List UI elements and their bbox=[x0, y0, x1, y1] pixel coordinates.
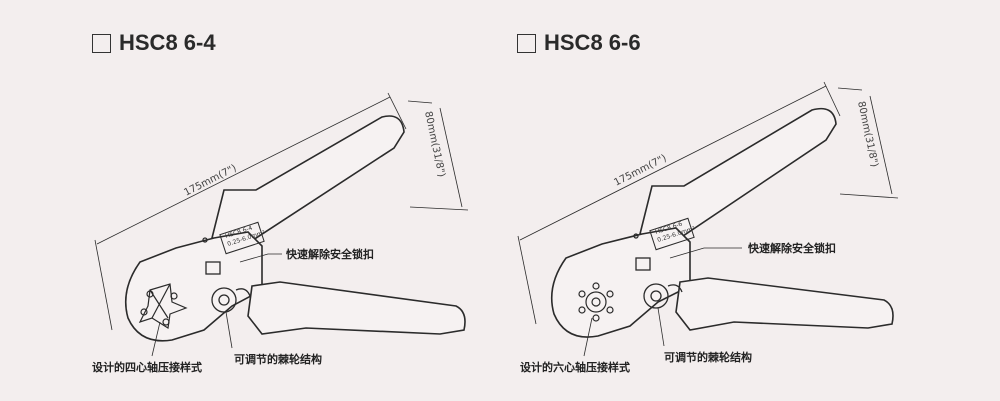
ratchet-label-right: 可调节的棘轮结构 bbox=[664, 350, 752, 364]
product-title-hsc8-6-4: HSC8 6-4 bbox=[92, 30, 216, 56]
die-style-label-right: 设计的六心轴压接样式 bbox=[520, 360, 630, 374]
length-dimension-left bbox=[94, 92, 407, 331]
four-mandrel-die bbox=[138, 283, 188, 329]
release-lock-label-left: 快速解除安全锁扣 bbox=[285, 247, 374, 261]
tool-head-left bbox=[124, 231, 263, 342]
height-dim-label-right: 80mm(31/8") bbox=[855, 100, 880, 168]
leader-lines-left bbox=[151, 253, 282, 357]
release-lock-label-right: 快速解除安全锁扣 bbox=[747, 241, 836, 255]
title-text: HSC8 6-6 bbox=[544, 30, 641, 55]
height-dimension-right bbox=[837, 87, 899, 199]
length-dim-label-right: 175mm(7") bbox=[612, 153, 668, 189]
product-title-hsc8-6-6: HSC8 6-6 bbox=[517, 30, 641, 56]
length-dimension-right bbox=[517, 81, 841, 325]
leader-lines-right bbox=[583, 247, 742, 357]
checkbox-square bbox=[517, 33, 536, 53]
crimper-diagram-left bbox=[94, 92, 469, 357]
lower-handle-left bbox=[247, 281, 466, 335]
checkbox-square bbox=[92, 33, 111, 53]
upper-handle-left bbox=[211, 115, 405, 243]
upper-handle-right bbox=[638, 107, 837, 239]
lower-handle-right bbox=[675, 277, 894, 331]
title-text: HSC8 6-4 bbox=[119, 30, 216, 55]
ratchet-label-left: 可调节的棘轮结构 bbox=[234, 352, 322, 366]
height-dimension-left bbox=[407, 100, 469, 211]
die-style-label-left: 设计的四心轴压接样式 bbox=[92, 360, 202, 374]
ratchet-wheel-left bbox=[202, 237, 251, 313]
tool-head-right bbox=[550, 227, 691, 338]
ratchet-wheel-right bbox=[633, 233, 683, 309]
six-mandrel-die bbox=[578, 282, 614, 322]
crimper-diagram-right bbox=[517, 81, 899, 357]
